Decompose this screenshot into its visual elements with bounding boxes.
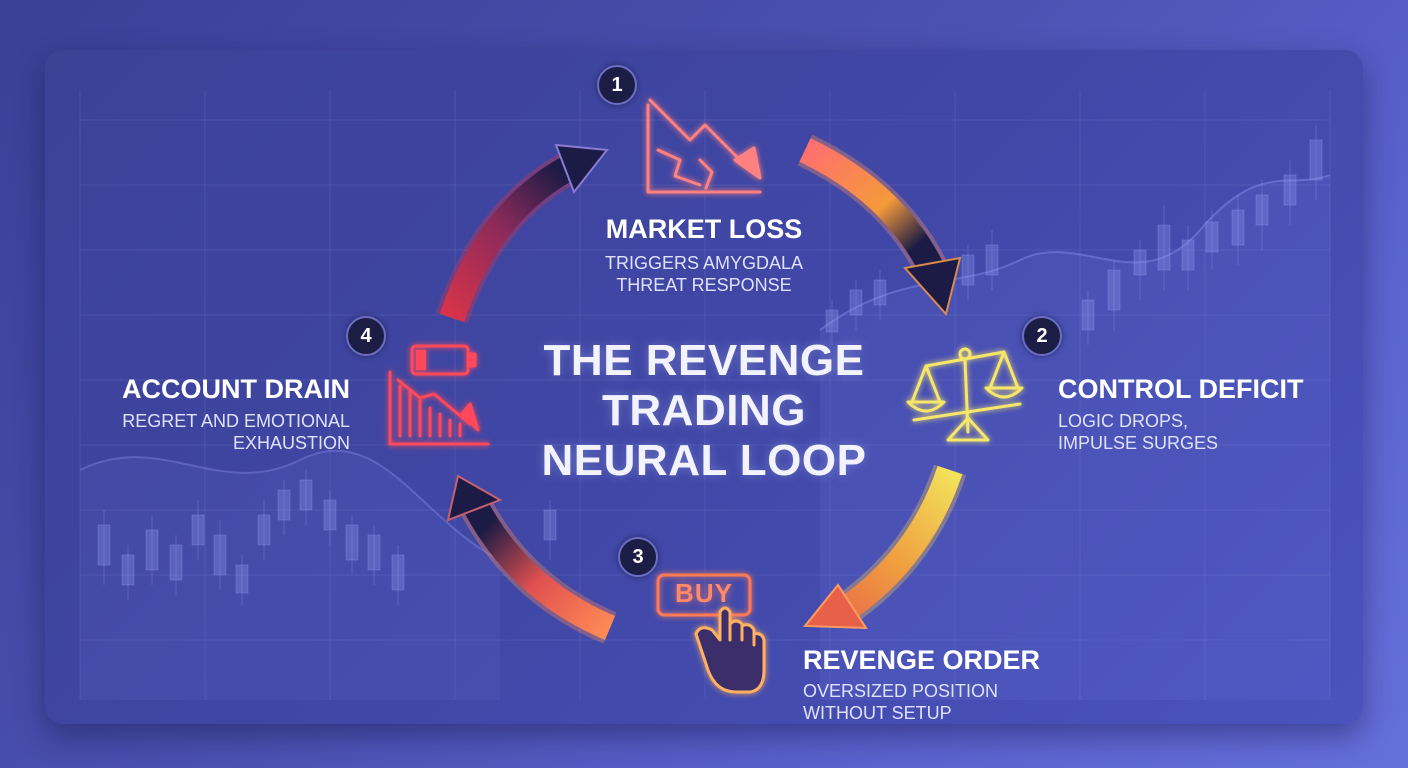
stage-3-title: REVENGE ORDER <box>803 645 1041 675</box>
stage-4-description: REGRET AND EMOTIONAL EXHAUSTION <box>60 410 350 454</box>
arrow-deficit-to-order <box>802 464 967 630</box>
stage-3-description: OVERSIZED POSITION WITHOUT SETUP <box>803 680 998 724</box>
diagram-title: THE REVENGE TRADING NEURAL LOOP <box>500 336 908 486</box>
low-battery-chart-icon <box>388 344 490 446</box>
falling-chart-icon <box>646 98 762 194</box>
arrow-order-to-drain <box>446 474 617 644</box>
stage-1-desc-line-1: TRIGGERS AMYGDALA <box>604 253 804 273</box>
stage-4-title: ACCOUNT DRAIN <box>122 374 350 404</box>
balance-scale-icon <box>906 347 1024 442</box>
stage-2-desc-line-1: LOGIC DROPS, <box>1058 411 1189 431</box>
stage-2-desc-line-2: IMPULSE SURGES <box>1058 433 1219 453</box>
background-grid <box>79 90 1331 700</box>
arrow-loss-to-deficit <box>797 134 962 317</box>
stage-1-title: MARKET LOSS <box>605 214 803 244</box>
stage-3-desc-line-1: OVERSIZED POSITION <box>803 681 999 701</box>
background-area-left <box>80 450 500 700</box>
stage-1-number: 1 <box>597 65 637 105</box>
stage-2-description: LOGIC DROPS, IMPULSE SURGES <box>1058 410 1218 454</box>
background-line-left <box>79 449 501 561</box>
arrow-drain-to-loss <box>435 143 609 324</box>
stage-2-title: CONTROL DEFICIT <box>1058 374 1304 404</box>
stage-4-desc-line-1: REGRET AND EMOTIONAL <box>122 411 350 431</box>
stage-3-number: 3 <box>618 537 658 577</box>
background-candlesticks <box>97 125 1323 605</box>
title-line-2: TRADING <box>602 386 806 435</box>
buy-button-label: BUY <box>675 578 733 608</box>
stage-1-description: TRIGGERS AMYGDALA THREAT RESPONSE <box>540 252 868 296</box>
title-line-3: NEURAL LOOP <box>541 436 867 485</box>
stage-3-desc-line-2: WITHOUT SETUP <box>803 703 952 723</box>
stage-2-number: 2 <box>1022 316 1062 356</box>
buy-button-click-icon <box>656 573 766 694</box>
stage-4-number: 4 <box>346 316 386 356</box>
stage-4-desc-line-2: EXHAUSTION <box>232 433 350 453</box>
title-line-1: THE REVENGE <box>543 336 865 385</box>
stage-1-desc-line-2: THREAT RESPONSE <box>616 275 792 295</box>
